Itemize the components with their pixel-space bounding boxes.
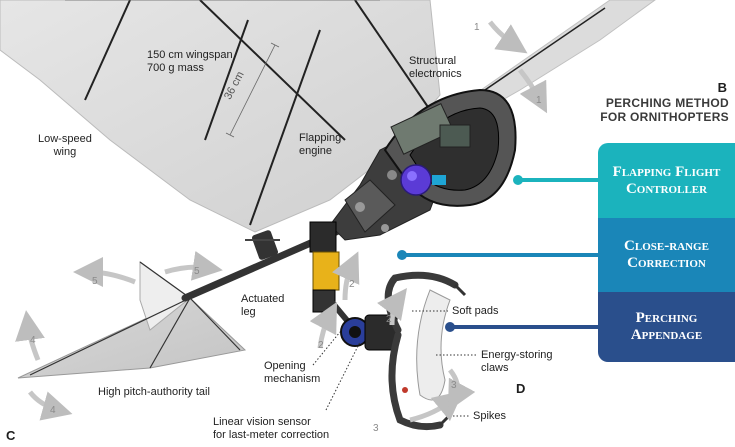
soft-pads-label: Soft pads	[452, 305, 499, 317]
opening-mechanism-label: Opening mechanism	[264, 360, 321, 385]
section-d-label: D	[516, 381, 526, 396]
arrow-number: 5	[92, 276, 98, 287]
arrow-number: 5	[194, 266, 200, 277]
arrow-number: 1	[536, 95, 542, 106]
structural-electronics-label: Structural electronics	[409, 55, 462, 80]
motion-arrows	[15, 20, 548, 423]
main-wing	[0, 0, 441, 233]
spikes-label: Spikes	[473, 410, 507, 422]
actuated-leg-label: Actuated leg	[241, 293, 285, 318]
perching-method-heading: PERCHING METHOD FOR ORNITHOPTERS	[600, 96, 729, 124]
energy-storing-claws-label: Energy-storing claws	[481, 349, 553, 374]
arrow-number: 1	[474, 22, 480, 33]
high-pitch-tail-label: High pitch-authority tail	[98, 386, 210, 398]
arrow-number: 4	[50, 405, 56, 416]
wing-spars	[84, 0, 431, 226]
motion-arrow-numbers: 1 1 2 2 2 3 3 4 4 5 5	[30, 22, 542, 434]
structural-electronics	[383, 88, 517, 207]
perching-claws	[384, 271, 467, 431]
arrow-number: 4	[30, 335, 36, 346]
flapping-flight-controller-box: Flapping Flight Controller	[598, 143, 735, 218]
arrow-number: 3	[451, 380, 457, 391]
connector-lines	[397, 175, 598, 332]
low-speed-wing-label: Low-speed wing	[38, 133, 92, 158]
actuated-leg	[309, 221, 340, 313]
section-b-label: B	[717, 80, 727, 95]
close-range-correction-box: Close-range Correction	[598, 218, 735, 292]
arrow-number: 2	[318, 340, 324, 351]
arrow-number: 2	[386, 314, 392, 325]
perching-appendage-box: Perching Appendage	[598, 292, 735, 362]
arrow-number: 3	[373, 423, 379, 434]
section-c-label: C	[6, 428, 16, 443]
linear-vision-sensor-label: Linear vision sensor for last-meter corr…	[213, 416, 330, 441]
dimension-lines	[65, 0, 380, 138]
tail-surface	[17, 297, 247, 379]
flapping-engine-label: Flapping engine	[299, 132, 342, 157]
wingspan-mass-label: 150 cm wingspan 700 g mass	[147, 49, 233, 74]
arrow-number: 2	[349, 279, 355, 290]
